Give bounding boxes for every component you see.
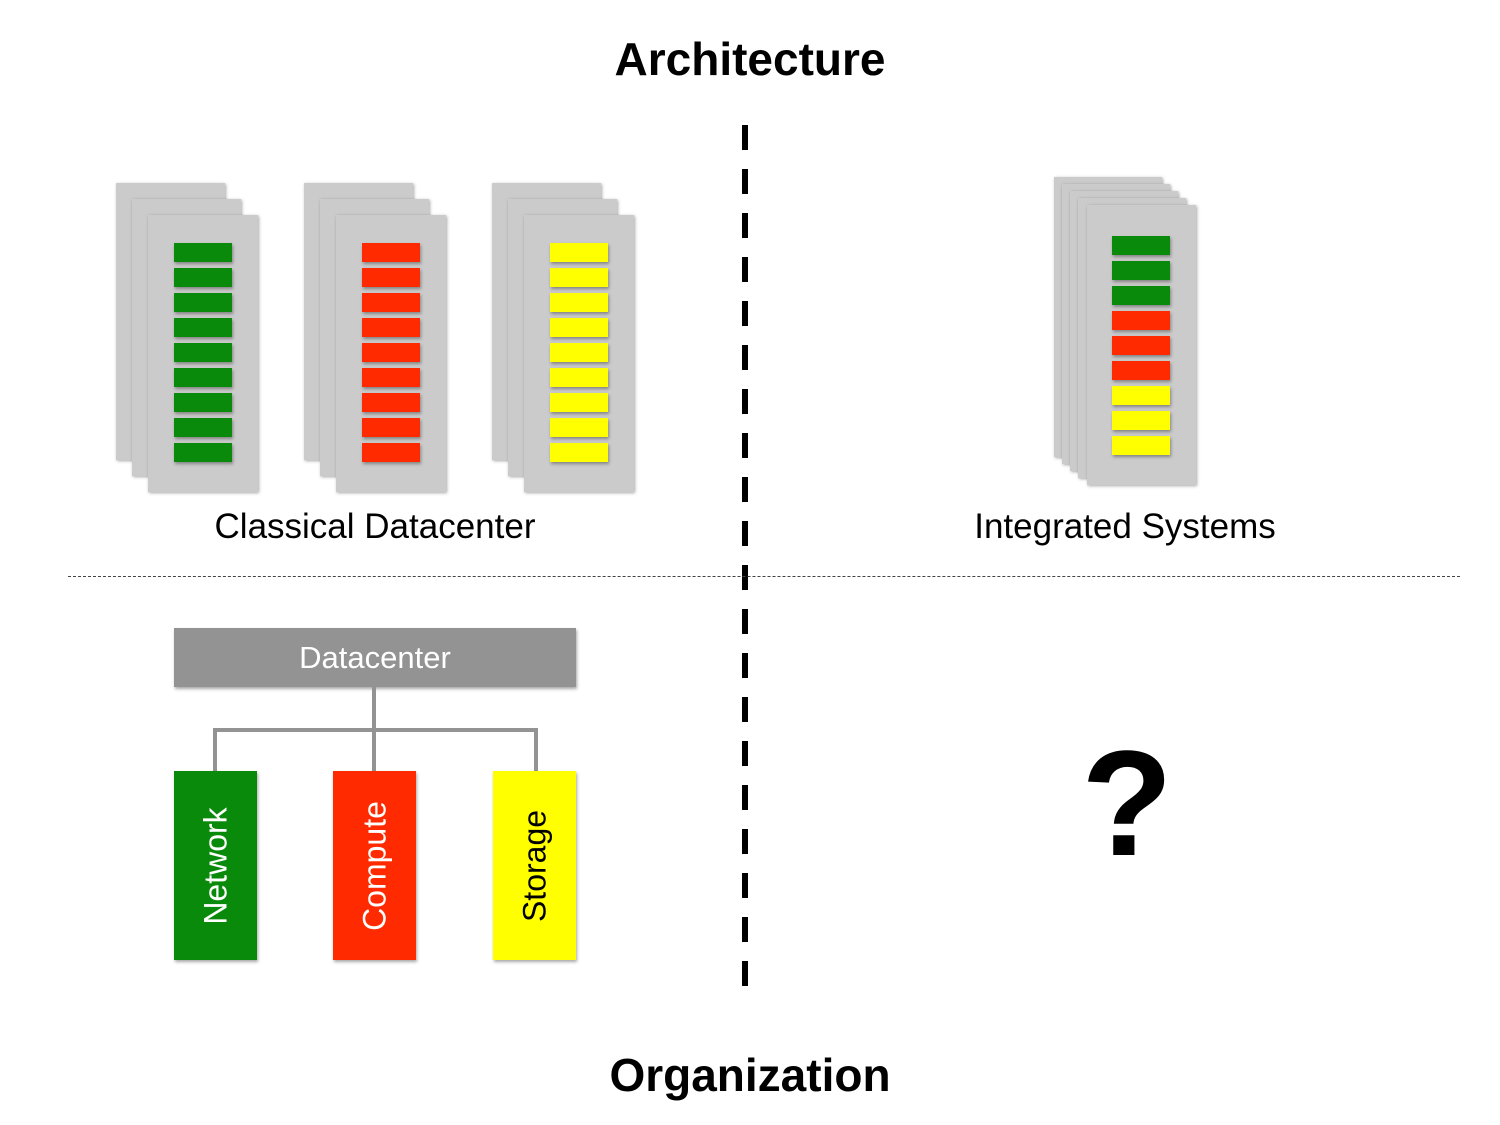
rack-slot [1112, 436, 1170, 455]
rack-slot [174, 243, 232, 262]
rack-slot [550, 368, 608, 387]
rack-slot [550, 393, 608, 412]
rack-slot [550, 343, 608, 362]
horizontal-divider [68, 576, 1460, 577]
integrated-systems-caption: Integrated Systems [974, 507, 1276, 546]
rack-slot [1112, 361, 1170, 380]
rack-slot [362, 343, 420, 362]
rack-slot [362, 443, 420, 462]
rack-slot [1112, 311, 1170, 330]
rack-slot [550, 243, 608, 262]
rack-slot [362, 243, 420, 262]
vertical-divider [742, 125, 748, 1005]
connector-network [213, 728, 217, 771]
rack-slot [1112, 261, 1170, 280]
classical-datacenter-caption: Classical Datacenter [214, 507, 536, 546]
rack-slot [362, 368, 420, 387]
rack-slot [550, 318, 608, 337]
rack-slot [174, 393, 232, 412]
rack-slot [174, 368, 232, 387]
rack-network [148, 215, 258, 492]
rack-slot [1112, 286, 1170, 305]
organization-title: Organization [609, 1049, 891, 1101]
rack-slot [362, 268, 420, 287]
rack-slot [550, 293, 608, 312]
rack-slot [1112, 336, 1170, 355]
rack-slot [174, 343, 232, 362]
rack-slot [362, 293, 420, 312]
network-box: Network [174, 771, 257, 960]
rack-slot [550, 268, 608, 287]
storage-label: Storage [516, 809, 552, 922]
rack-integrated [1087, 205, 1196, 485]
rack-compute [336, 215, 446, 492]
rack-slot [550, 418, 608, 437]
rack-slot [174, 443, 232, 462]
rack-storage [524, 215, 634, 492]
rack-slot [174, 418, 232, 437]
rack-slot [174, 268, 232, 287]
network-label: Network [197, 806, 233, 925]
rack-slot [1112, 236, 1170, 255]
datacenter-box: Datacenter [174, 628, 576, 687]
connector-storage [534, 728, 538, 771]
rack-slot [1112, 386, 1170, 405]
compute-box: Compute [333, 771, 416, 960]
datacenter-label: Datacenter [299, 639, 451, 675]
connector-trunk [372, 687, 376, 730]
rack-slot [1112, 411, 1170, 430]
rack-slot [362, 418, 420, 437]
rack-slot [174, 293, 232, 312]
rack-slot [550, 443, 608, 462]
rack-slot [362, 318, 420, 337]
connector-compute [372, 728, 376, 771]
compute-label: Compute [356, 800, 392, 931]
rack-slot [174, 318, 232, 337]
architecture-title: Architecture [614, 33, 886, 85]
storage-box: Storage [493, 771, 576, 960]
rack-slot [362, 393, 420, 412]
question-mark: ? [1081, 719, 1173, 887]
